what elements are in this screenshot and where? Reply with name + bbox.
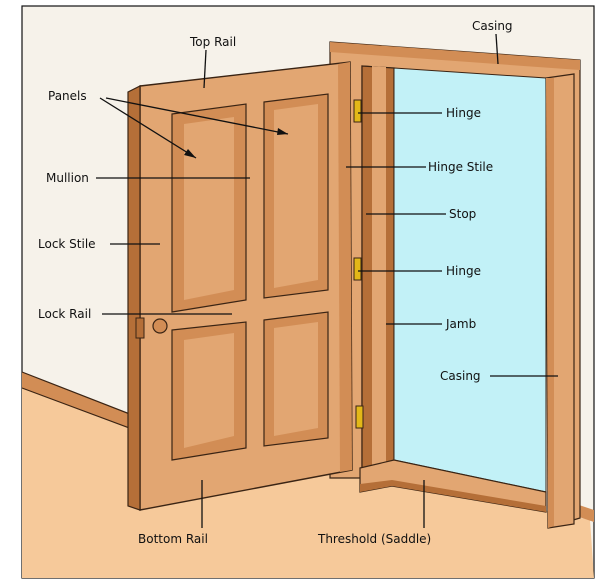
- label-hinge-stile: Hinge Stile: [428, 160, 493, 174]
- label-casing-top: Casing: [472, 19, 513, 33]
- hinge-bottom: [355, 405, 364, 429]
- door-edge: [127, 85, 141, 511]
- door-panels: [171, 93, 329, 461]
- door-opening: [393, 67, 547, 493]
- label-mullion: Mullion: [46, 171, 89, 185]
- hinge-upper: [353, 99, 362, 123]
- baseboard-left: [22, 372, 140, 432]
- label-hinge-upper: Hinge: [446, 106, 481, 120]
- label-lock-stile: Lock Stile: [38, 237, 96, 251]
- label-hinge-lower: Hinge: [446, 264, 481, 278]
- label-top-rail: Top Rail: [189, 35, 236, 49]
- floor: [22, 388, 594, 578]
- label-bottom-rail: Bottom Rail: [138, 532, 208, 546]
- label-lock-rail: Lock Rail: [38, 307, 91, 321]
- hinge-lower: [353, 257, 362, 281]
- labels: Casing Top Rail Panels Hinge Mullion Hin…: [38, 19, 513, 546]
- label-stop: Stop: [449, 207, 476, 221]
- panels-arrow-left: [184, 149, 196, 158]
- label-jamb: Jamb: [445, 317, 476, 331]
- label-threshold: Threshold (Saddle): [317, 532, 431, 546]
- door-knob: [135, 317, 168, 339]
- label-panels: Panels: [48, 89, 87, 103]
- leader-lines: [96, 33, 558, 528]
- panels-arrow-right: [277, 128, 288, 135]
- label-casing-right: Casing: [440, 369, 481, 383]
